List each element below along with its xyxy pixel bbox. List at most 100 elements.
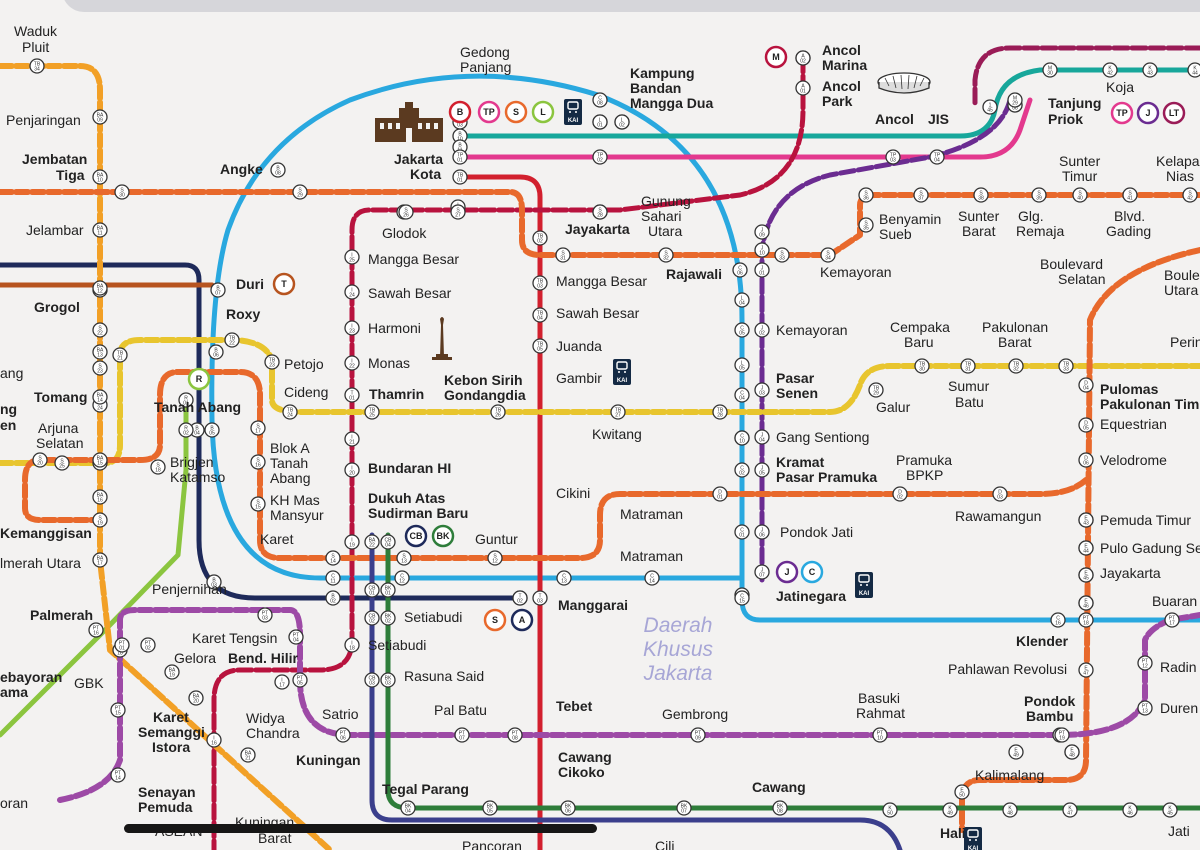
label-cempaka-baru-2[interactable]: Baru	[904, 334, 934, 350]
station-marker[interactable]: C05	[734, 322, 750, 338]
label-palmerah[interactable]: Palmerah	[30, 607, 93, 623]
label-cawang-cikoko-2[interactable]: Cikoko	[558, 764, 605, 780]
badge-jakarta-kota-s[interactable]: S	[504, 100, 528, 124]
station-marker[interactable]: S25	[54, 455, 70, 471]
station-marker[interactable]: D06	[1078, 452, 1094, 468]
label-ancol-marina[interactable]: Ancol	[822, 42, 861, 58]
station-marker[interactable]: S32	[658, 247, 674, 263]
label-sumur-batu[interactable]: Sumur	[948, 378, 990, 394]
label-ancol[interactable]: Ancol	[875, 111, 914, 127]
label-tegal-parang[interactable]: Tegal Parang	[382, 781, 469, 797]
badge-jakarta-kota-l[interactable]: L	[531, 100, 555, 124]
station-marker[interactable]: S17	[250, 420, 266, 436]
badge-tanjung-priok-lt[interactable]: LT	[1162, 101, 1186, 125]
station-marker[interactable]: T03	[532, 590, 548, 606]
badge-jakarta-kota-tp[interactable]: TP	[477, 100, 501, 124]
label-penjaringan[interactable]: Penjaringan	[6, 112, 81, 128]
label-rasuna-said[interactable]: Rasuna Said	[404, 668, 484, 684]
label-glg-remaja[interactable]: Glg.	[1018, 208, 1044, 224]
station-marker[interactable]: E48	[1064, 744, 1080, 760]
label-kelapa-nias-2[interactable]: Nias	[1166, 168, 1194, 184]
station-marker[interactable]: S19	[92, 512, 108, 528]
station-marker[interactable]: J03	[754, 382, 770, 398]
station-marker[interactable]: S26	[398, 204, 414, 220]
label-cawang-cikoko[interactable]: Cawang	[558, 749, 612, 765]
station-marker[interactable]: L04	[734, 292, 750, 308]
station-marker[interactable]: L02	[614, 114, 630, 130]
label-glg-remaja-2[interactable]: Remaja	[1016, 223, 1064, 239]
label-kuningan[interactable]: Kuningan	[296, 752, 361, 768]
label-matraman-b[interactable]: Matraman	[620, 548, 683, 564]
label-widya-chandra-2[interactable]: Chandra	[246, 725, 300, 741]
label-arjuna-selatan[interactable]: Arjuna	[38, 420, 79, 436]
label-setiabudi-b[interactable]: Setiabudi	[368, 637, 426, 653]
label-tomang[interactable]: Tomang	[34, 389, 87, 405]
label-pondok-jati[interactable]: Pondok Jati	[780, 524, 853, 540]
station-marker[interactable]: S35	[858, 217, 874, 233]
station-marker[interactable]: E50	[954, 784, 970, 800]
station-marker[interactable]: S12	[487, 550, 503, 566]
badge-tanah-abang-r[interactable]: R	[187, 367, 211, 391]
badge-manggarai-s[interactable]: S	[483, 608, 507, 632]
station-marker[interactable]: S16	[250, 454, 266, 470]
station-marker[interactable]: S14	[325, 550, 341, 566]
station-marker[interactable]: I18	[344, 637, 360, 653]
label-gambir[interactable]: Gambir	[556, 370, 602, 386]
label-karet-semanggi[interactable]: Karet	[153, 709, 189, 725]
station-marker[interactable]: C08	[592, 92, 608, 108]
station-marker[interactable]: L01	[592, 114, 608, 130]
badge-jatinegara-j[interactable]: J	[775, 560, 799, 584]
station-marker[interactable]: I19	[344, 534, 360, 550]
label-rajawali[interactable]: Rajawali	[666, 266, 722, 282]
label-kampung-bandan[interactable]: Kampung	[630, 65, 695, 81]
station-marker[interactable]: C12	[394, 570, 410, 586]
label-kebon-sirih[interactable]: Kebon Sirih	[444, 372, 523, 388]
station-marker[interactable]: C14	[644, 570, 660, 586]
station-marker[interactable]: S27	[450, 204, 466, 220]
label-ancol-park[interactable]: Ancol	[822, 78, 861, 94]
station-marker[interactable]: S28	[592, 204, 608, 220]
label-blok-a-2[interactable]: Tanah	[270, 455, 308, 471]
label-gbk[interactable]: GBK	[74, 675, 104, 691]
label-waduk-pluit[interactable]: Waduk	[14, 23, 58, 39]
label-mangga-besar-b[interactable]: Mangga Besar	[556, 273, 647, 289]
station-marker[interactable]: A01	[795, 80, 811, 96]
label-sunter-barat-2[interactable]: Barat	[962, 223, 996, 239]
label-ancol-marina-2[interactable]: Marina	[822, 57, 867, 73]
station-marker[interactable]: S42	[1182, 187, 1198, 203]
label-pulo-gadung[interactable]: Pulo Gadung Se	[1100, 540, 1200, 556]
station-marker[interactable]: S33	[774, 247, 790, 263]
station-marker[interactable]: J05	[754, 462, 770, 478]
label-grogol[interactable]: Grogol	[34, 299, 80, 315]
station-marker[interactable]: I20	[344, 462, 360, 478]
station-marker[interactable]: S38	[973, 187, 989, 203]
label-blvd-gading-2[interactable]: Gading	[1106, 223, 1151, 239]
label-kh-mas-mansyur-2[interactable]: Mansyur	[270, 507, 324, 523]
label-gembrong[interactable]: Gembrong	[662, 706, 728, 722]
label-boulevard-selatan[interactable]: Boulevard	[1040, 256, 1103, 272]
station-marker[interactable]: J10	[754, 242, 770, 258]
label-boulevard-utara-2[interactable]: Utara	[1164, 282, 1198, 298]
label-pahlawan-revolusi[interactable]: Pahlawan Revolusi	[948, 661, 1067, 677]
label-karet-semanggi-3[interactable]: Istora	[152, 739, 190, 755]
badge-tanjung-priok-j[interactable]: J	[1136, 101, 1160, 125]
label-pemuda-timur[interactable]: Pemuda Timur	[1100, 512, 1191, 528]
